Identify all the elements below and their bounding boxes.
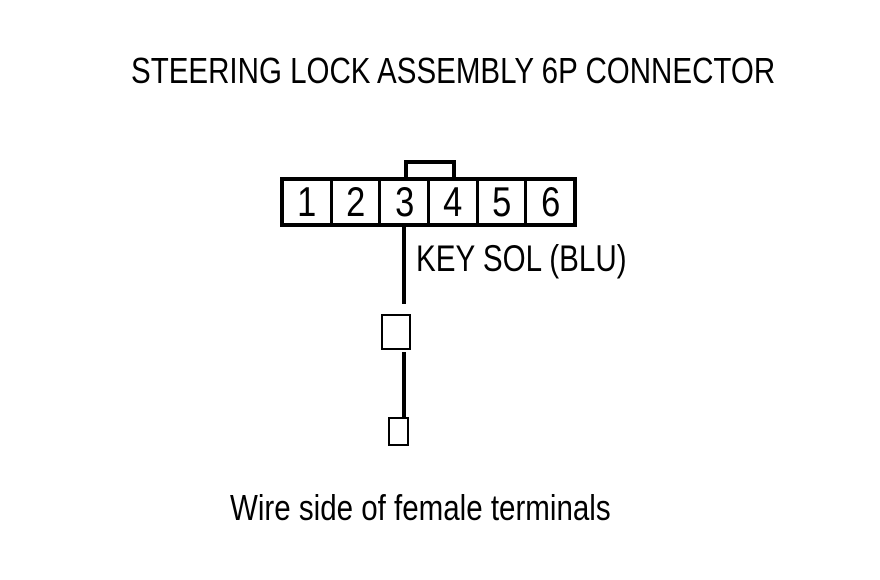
pin-cell-3: 3: [381, 178, 431, 225]
pin-cell-1: 1: [284, 181, 333, 223]
pin-number: 4: [443, 178, 463, 225]
wire-segment-upper: [402, 227, 406, 304]
inline-terminal-box-small: [388, 417, 409, 446]
page-title: STEERING LOCK ASSEMBLY 6P CONNECTOR: [131, 50, 776, 91]
pin-cell-5: 5: [479, 181, 528, 223]
connector-latch-tab: [404, 160, 456, 181]
pin-cell-4: 4: [430, 181, 479, 223]
pin-cell-6: 6: [527, 181, 573, 223]
wire-segment-lower: [402, 352, 406, 417]
caption: Wire side of female terminals: [230, 487, 611, 528]
pin-number: 5: [491, 178, 512, 225]
connector-body: 1 2 3 4 5 6: [280, 177, 577, 227]
pin-number: 2: [345, 178, 366, 225]
pin-cell-2: 2: [333, 181, 382, 223]
inline-terminal-box-large: [381, 314, 411, 350]
pin-number: 1: [297, 178, 317, 225]
pin-number: 6: [540, 178, 560, 225]
pin-number: 3: [394, 178, 414, 225]
wire-label: KEY SOL (BLU): [416, 238, 627, 279]
